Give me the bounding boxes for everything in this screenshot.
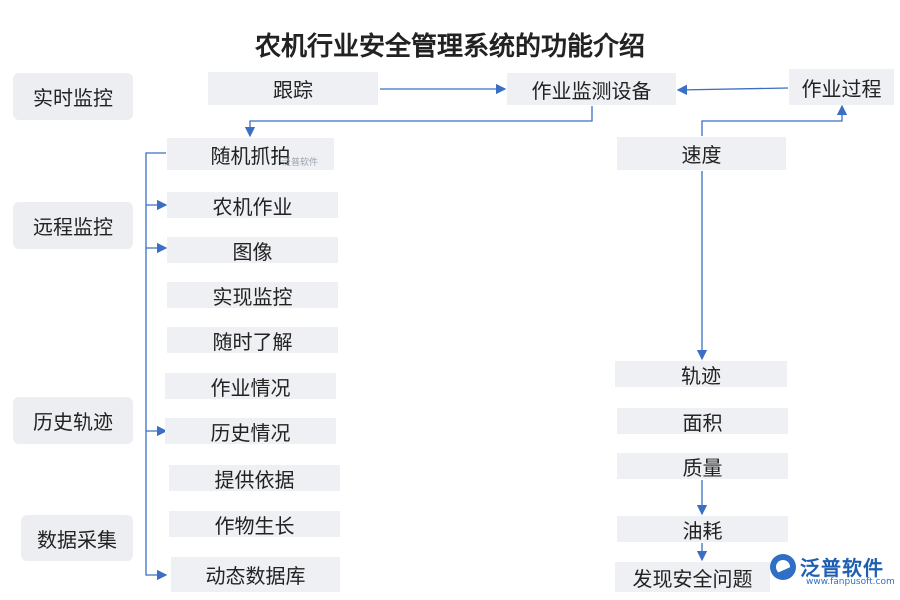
- item-fuel: 油耗: [617, 516, 788, 543]
- item-quality: 质量: [617, 453, 788, 480]
- arrow-process-to-device: [676, 84, 789, 96]
- category-remote: 远程监控: [13, 202, 133, 249]
- item-image: 图像: [167, 237, 338, 264]
- brand-url: www.fanpusoft.com: [806, 577, 895, 587]
- arrow-speed-to-process: [701, 104, 848, 136]
- brand-logo-icon: [770, 553, 796, 580]
- arrow-device-to-snapshot: [244, 106, 593, 138]
- item-realize-monitoring: 实现监控: [167, 282, 338, 309]
- category-realtime: 实时监控: [13, 73, 133, 120]
- category-history: 历史轨迹: [13, 397, 133, 444]
- node-process: 作业过程: [789, 69, 894, 105]
- item-area: 面积: [617, 408, 788, 435]
- item-safety-issue: 发现安全问题: [615, 562, 770, 592]
- node-device: 作业监测设备: [507, 73, 676, 105]
- left-bracket: [145, 152, 168, 581]
- item-dynamic-database: 动态数据库: [171, 557, 340, 592]
- item-history-info: 历史情况: [165, 418, 336, 445]
- brand-name: 泛普软件: [800, 556, 884, 580]
- item-work-status: 作业情况: [165, 373, 336, 400]
- item-provide-basis: 提供依据: [169, 465, 340, 492]
- item-crop-growth: 作物生长: [169, 511, 340, 538]
- brand-logo: 泛普软件: [770, 552, 884, 581]
- item-random-snapshot: 随机抓拍: [167, 138, 334, 170]
- item-speed: 速度: [617, 137, 786, 170]
- watermark-small: 泛普软件: [282, 158, 319, 168]
- node-track: 跟踪: [208, 72, 378, 105]
- diagram-title: 农机行业安全管理系统的功能介绍: [254, 32, 645, 62]
- category-collect: 数据采集: [21, 515, 133, 561]
- item-trajectory: 轨迹: [615, 361, 787, 388]
- item-farm-work: 农机作业: [167, 192, 338, 219]
- item-know-anytime: 随时了解: [167, 327, 338, 354]
